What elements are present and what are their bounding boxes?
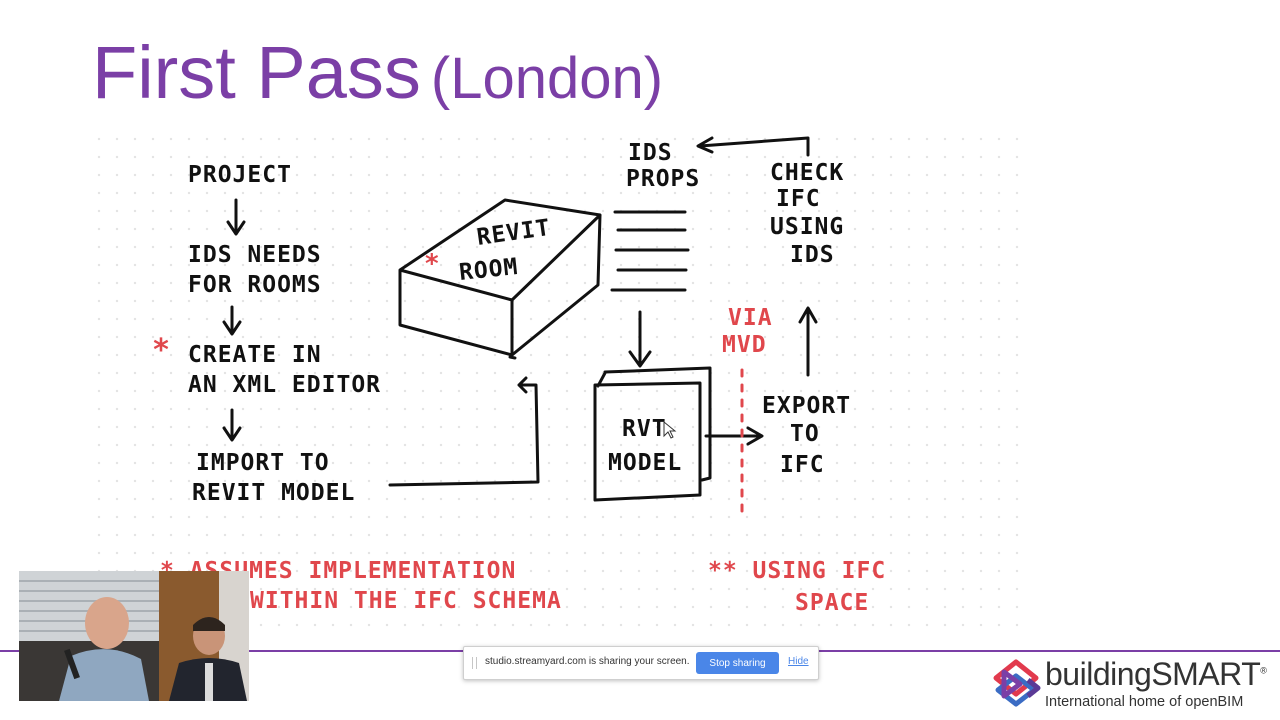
share-message: studio.streamyard.com is sharing your sc…	[485, 656, 690, 667]
label-box-revit: REVIT	[475, 215, 552, 251]
stop-sharing-button[interactable]: Stop sharing	[696, 652, 779, 674]
logo-smart: SMART	[1151, 656, 1261, 692]
arrow-create-to-import	[222, 408, 242, 442]
webcam-overlay	[19, 571, 249, 701]
note-using-ifc: ** USING IFC	[708, 558, 886, 584]
label-check: CHECK	[770, 160, 844, 186]
whiteboard-sketch: PROJECT IDS NEEDS FOR ROOMS CREATE IN AN…	[152, 136, 886, 616]
logo-wordmark: buildingSMART®	[1045, 656, 1267, 692]
label-model: MODEL	[608, 450, 682, 476]
slide-title: First Pass(London)	[92, 36, 663, 110]
note-within: WITHIN THE IFC SCHEMA	[250, 588, 562, 614]
buildingsmart-logo-icon	[993, 659, 1041, 707]
pointer-cursor-icon	[663, 420, 677, 439]
revit-room-box	[398, 198, 602, 360]
label-box-room: ROOM	[458, 254, 520, 286]
arrow-props-to-model	[628, 310, 652, 368]
arrow-ids-to-create	[222, 305, 242, 336]
logo-tagline: International home of openBIM	[1045, 694, 1244, 710]
drag-handle-icon[interactable]	[472, 657, 477, 669]
props-lines	[610, 210, 690, 292]
label-export-ifc: IFC	[780, 452, 825, 478]
label-project: PROJECT	[188, 162, 292, 188]
label-create-in: CREATE IN	[188, 342, 322, 368]
label-ids-needs: IDS NEEDS	[188, 242, 322, 268]
note-space: SPACE	[795, 590, 869, 616]
label-check-ids: IDS	[790, 242, 835, 268]
label-export: EXPORT	[762, 393, 851, 419]
label-ids: IDS	[628, 140, 673, 166]
hide-link[interactable]: Hide	[788, 656, 809, 667]
person-left-head	[85, 597, 129, 649]
asterisk-create: *	[152, 333, 171, 368]
webcam-scene	[19, 571, 249, 701]
label-using: USING	[770, 214, 844, 240]
person-left-body	[59, 649, 149, 701]
buildingsmart-logo: buildingSMART® International home of ope…	[990, 656, 1275, 716]
arrow-model-to-export	[704, 426, 764, 446]
label-rvt: RVT	[622, 416, 667, 442]
arrow-import-to-room	[388, 376, 540, 487]
label-xml-editor: AN XML EDITOR	[188, 372, 381, 398]
logo-registered: ®	[1260, 665, 1267, 676]
asterisk-room: *	[424, 249, 441, 279]
title-main: First Pass	[92, 31, 421, 114]
label-revit-model: REVIT MODEL	[192, 480, 355, 506]
label-mvd: MVD	[722, 332, 767, 358]
label-props: PROPS	[626, 166, 700, 192]
label-import-to: IMPORT TO	[196, 450, 330, 476]
arrow-export-to-check	[798, 306, 818, 377]
label-to: TO	[790, 421, 820, 447]
logo-building: building	[1045, 656, 1152, 692]
dot-grid-background	[90, 130, 1020, 630]
model-box	[593, 366, 712, 502]
arrow-project-to-ids	[226, 198, 246, 236]
arrow-check-to-ids	[696, 136, 810, 157]
screen-share-bar: studio.streamyard.com is sharing your sc…	[463, 646, 819, 680]
label-ifc: IFC	[776, 186, 821, 212]
label-for-rooms: FOR ROOMS	[188, 272, 322, 298]
label-via: VIA	[728, 305, 773, 331]
title-sub: (London)	[430, 46, 664, 111]
